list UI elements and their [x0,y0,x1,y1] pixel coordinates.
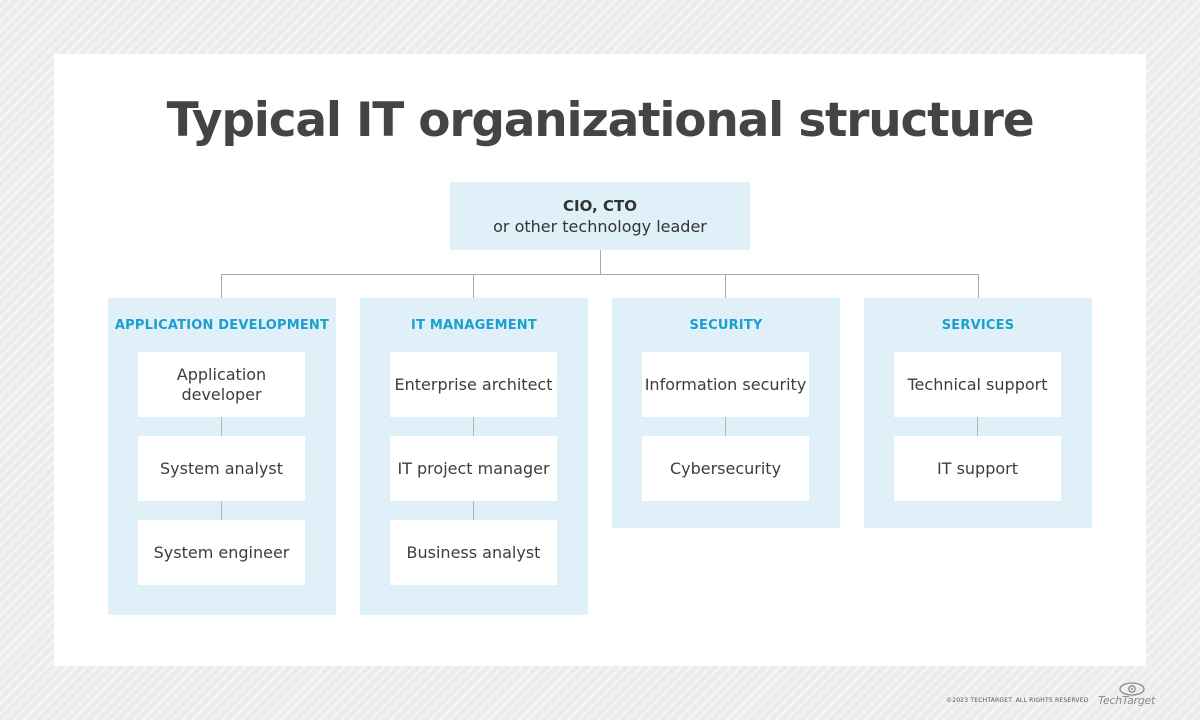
role-box: Information security [642,352,809,417]
leader-box: CIO, CTO or other technology leader [450,182,750,250]
role-connector [473,501,474,520]
column-security: SECURITY Information security Cybersecur… [612,298,840,528]
column-title: APPLICATION DEVELOPMENT [114,318,330,333]
role-box: System analyst [138,436,305,501]
role-connector [473,417,474,436]
role-box: Enterprise architect [390,352,557,417]
column-it-management: IT MANAGEMENT Enterprise architect IT pr… [360,298,588,615]
role-connector [221,501,222,520]
copyright-text: ©2023 TECHTARGET. ALL RIGHTS RESERVED [946,697,1089,704]
leader-subtitle: or other technology leader [493,216,707,236]
role-box: System engineer [138,520,305,585]
role-box: Cybersecurity [642,436,809,501]
role-box: IT support [894,436,1061,501]
connector-col-1 [221,274,222,298]
connector-col-4 [978,274,979,298]
column-title: IT MANAGEMENT [411,318,537,333]
leader-title: CIO, CTO [563,196,637,215]
column-services: SERVICES Technical support IT support [864,298,1092,528]
role-box: Technical support [894,352,1061,417]
column-title: SECURITY [689,318,763,333]
connector-horizontal [221,274,979,275]
role-connector [977,417,978,436]
role-connector [221,417,222,436]
diagram-title: Typical IT organizational structure [166,93,1035,148]
role-box: Business analyst [390,520,557,585]
column-title: SERVICES [941,318,1015,333]
connector-col-3 [725,274,726,298]
role-box: Application developer [138,352,305,417]
role-connector [725,417,726,436]
role-box: IT project manager [390,436,557,501]
techtarget-logo: TechTarget [1098,694,1156,707]
column-application-development: APPLICATION DEVELOPMENT Application deve… [108,298,336,615]
connector-leader-down [600,250,601,274]
techtarget-eye-icon [1119,682,1145,696]
connector-col-2 [473,274,474,298]
